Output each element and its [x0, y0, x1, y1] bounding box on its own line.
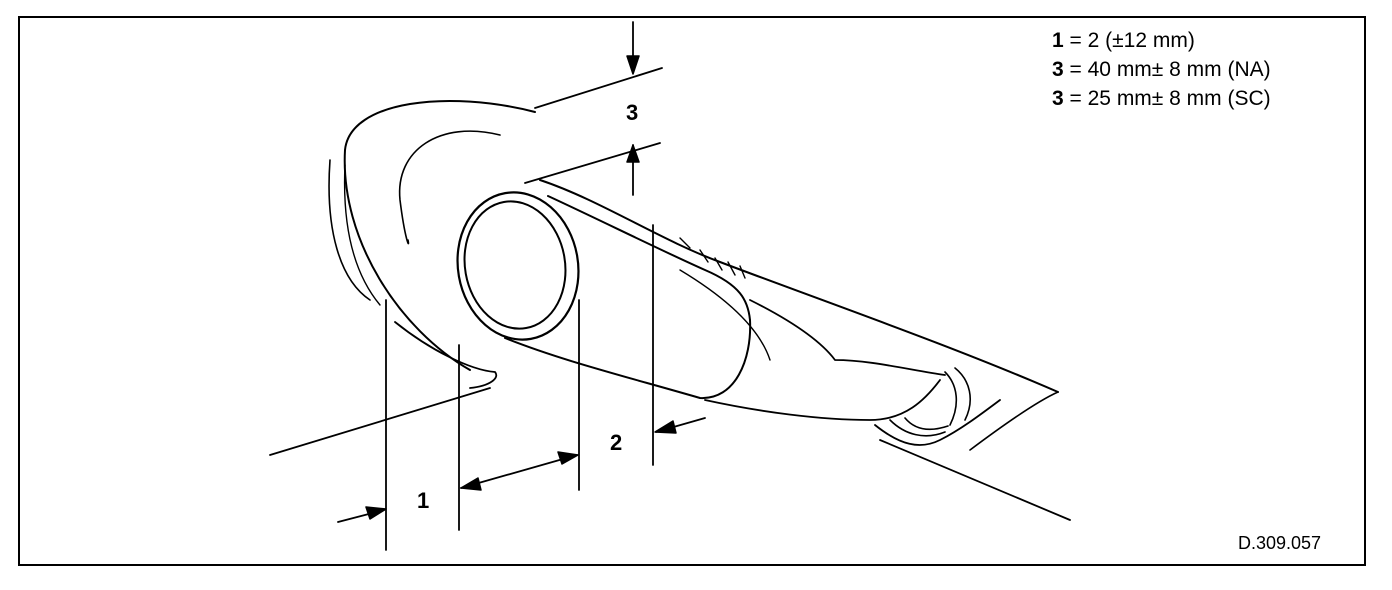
bumper-outline	[343, 99, 536, 371]
dim-bc-head-right	[557, 451, 579, 465]
muffler-lower	[704, 379, 941, 421]
dim2-arrow-head	[654, 420, 677, 434]
dim-bc-head-left	[460, 477, 482, 491]
callout-3: 3	[626, 100, 639, 125]
rear-bumper-curve	[944, 367, 971, 426]
dim3-upper-line	[534, 67, 663, 109]
bumper-left-edge	[328, 159, 371, 301]
callout-1: 1	[417, 488, 430, 513]
dim-bc-shaft	[460, 454, 578, 489]
bumper-inner-curve	[398, 130, 501, 245]
dim3-arrow-top-head	[626, 55, 640, 75]
legend-key: 3	[1052, 87, 1064, 110]
bumper-lower-lip	[394, 321, 498, 389]
legend-row: 3 = 40 mm± 8 mm (NA)	[1052, 55, 1271, 84]
legend-row: 3 = 25 mm± 8 mm (SC)	[1052, 84, 1271, 113]
body-side-inner	[679, 237, 746, 279]
figure-border	[18, 16, 1366, 566]
dim3-lower-line	[524, 142, 661, 184]
legend-key: 3	[1052, 58, 1064, 81]
pipe-outer-ring	[456, 191, 580, 341]
legend-text: = 25 mm± 8 mm (SC)	[1063, 87, 1271, 110]
pipe-inner-ring	[463, 200, 567, 330]
pipe-bottom-edge	[504, 319, 752, 400]
legend-key: 1	[1052, 29, 1064, 52]
body-lower-line	[269, 387, 491, 456]
floor-line	[879, 439, 1071, 521]
rear-body-line	[969, 391, 1059, 451]
callout-2: 2	[610, 430, 623, 455]
rear-hanger	[874, 399, 1001, 446]
rear-hanger-2	[889, 417, 949, 437]
pipe-shade-line	[679, 269, 771, 361]
bumper-left-edge-2	[343, 164, 381, 306]
legend-text: = 2 (±12 mm)	[1063, 29, 1195, 52]
dim1-arrow-left-head	[365, 506, 387, 520]
legend-text: = 40 mm± 8 mm (NA)	[1063, 58, 1271, 81]
body-side-line	[539, 179, 1059, 393]
muffler-upper	[749, 299, 946, 376]
dimension-legend: 1 = 2 (±12 mm) 3 = 40 mm± 8 mm (NA) 3 = …	[1052, 26, 1271, 113]
pipe-top-edge	[547, 195, 751, 321]
legend-row: 1 = 2 (±12 mm)	[1052, 26, 1271, 55]
figure-reference: D.309.057	[1238, 533, 1322, 553]
dim3-arrow-bottom-head	[626, 144, 640, 163]
